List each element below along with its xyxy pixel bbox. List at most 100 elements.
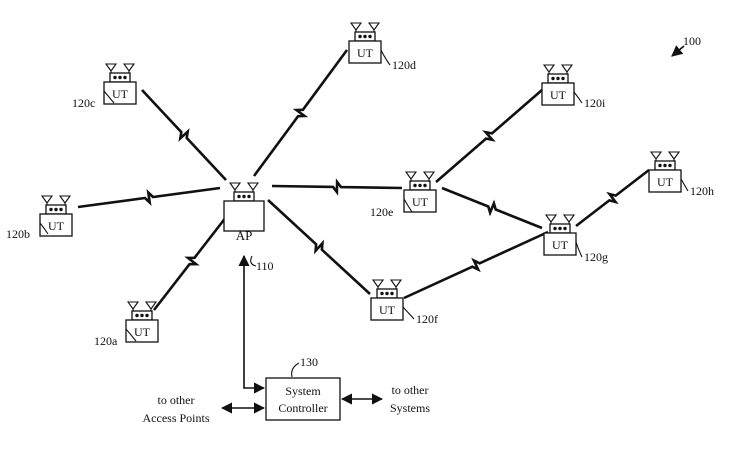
access-point xyxy=(223,182,265,232)
system-controller-ref: 130 xyxy=(300,355,318,369)
user-terminal-f-leader xyxy=(402,306,415,320)
user-terminal-h-ref: 120h xyxy=(690,184,714,198)
user-terminal-a-leader xyxy=(125,328,137,342)
user-terminal-c-label: UT xyxy=(112,87,129,101)
user-terminal-f-body xyxy=(370,297,404,321)
figure-ref-arrow xyxy=(671,45,685,57)
link-ap-ut-a xyxy=(152,211,232,311)
other-access-points-line1: to other xyxy=(158,393,195,407)
user-terminal-b-led-1 xyxy=(49,207,53,212)
user-terminal-g: UT 120g xyxy=(543,214,608,264)
user-terminal-e-led-2 xyxy=(418,183,422,188)
user-terminal-c-led-2 xyxy=(118,75,122,80)
user-terminal-d-leader xyxy=(380,49,391,66)
user-terminal-h-label: UT xyxy=(657,175,674,189)
user-terminal-a-led-3 xyxy=(145,313,149,318)
user-terminal-e-ref: 120e xyxy=(370,205,393,219)
user-terminal-e-body xyxy=(403,189,437,213)
user-terminal-c-led-3 xyxy=(123,75,127,80)
user-terminal-c-led-1 xyxy=(113,75,117,80)
user-terminal-e-led-3 xyxy=(423,183,427,188)
ap-controller-connector xyxy=(238,254,266,394)
user-terminal-g-led-3 xyxy=(563,226,567,231)
user-terminal-e: UT 120e xyxy=(370,171,437,219)
user-terminal-i-leader xyxy=(573,91,583,104)
user-terminal-d-led-1 xyxy=(358,34,362,39)
user-terminal-i-led-2 xyxy=(556,76,560,81)
user-terminal-h-led-3 xyxy=(668,163,672,168)
user-terminal-e-led-1 xyxy=(413,183,417,188)
user-terminal-a-led-1 xyxy=(135,313,139,318)
user-terminal-g-leader xyxy=(575,241,583,258)
user-terminal-e-label: UT xyxy=(412,195,429,209)
system-controller-leader xyxy=(291,362,300,378)
user-terminal-d: UT 120d xyxy=(348,22,416,72)
user-terminal-b-leader xyxy=(39,222,49,235)
other-systems-line1: to other xyxy=(392,383,429,397)
user-terminal-d-led-3 xyxy=(368,34,372,39)
link-ap-ut-b xyxy=(77,186,221,209)
access-point-led-2 xyxy=(242,194,246,199)
user-terminal-c-ref: 120c xyxy=(72,96,95,110)
user-terminal-b-led-2 xyxy=(54,207,58,212)
user-terminal-d-label: UT xyxy=(357,46,374,60)
user-terminal-e-leader xyxy=(403,198,413,213)
user-terminal-f-ref: 120f xyxy=(416,312,438,326)
user-terminal-g-led-1 xyxy=(553,226,557,231)
user-terminal-f-led-2 xyxy=(385,291,389,296)
link-ap-ut-e xyxy=(271,178,403,196)
user-terminal-f-label: UT xyxy=(379,303,396,317)
user-terminal-b-ref: 120b xyxy=(6,227,30,241)
user-terminal-a-body xyxy=(125,319,159,343)
system-controller-box xyxy=(265,377,341,421)
user-terminal-h-leader xyxy=(680,178,689,192)
access-point-label: AP xyxy=(236,228,253,243)
user-terminal-c: UT 120c xyxy=(72,63,137,110)
user-terminal-g-led-2 xyxy=(558,226,562,231)
link-ut-f-ut-g xyxy=(403,230,549,300)
user-terminal-c-leader xyxy=(103,90,115,104)
user-terminal-i-body xyxy=(541,82,575,106)
user-terminal-a: UT 120a xyxy=(94,301,159,348)
user-terminal-b-body xyxy=(39,213,73,237)
user-terminal-b: UT 120b xyxy=(6,195,73,241)
user-terminal-i-led-3 xyxy=(561,76,565,81)
user-terminal-g-ref: 120g xyxy=(584,250,608,264)
link-ut-e-ut-i xyxy=(435,89,543,183)
link-ap-ut-c xyxy=(141,89,227,181)
system-controller-line2: Controller xyxy=(278,401,327,415)
user-terminal-b-label: UT xyxy=(48,219,65,233)
user-terminal-d-ref: 120d xyxy=(392,58,416,72)
user-terminal-h-body xyxy=(648,169,682,193)
user-terminal-b-led-3 xyxy=(59,207,63,212)
other-systems-line2: Systems xyxy=(390,401,430,415)
figure-ref: 100 xyxy=(683,34,701,48)
access-point-led-1 xyxy=(237,194,241,199)
user-terminal-h-led-2 xyxy=(663,163,667,168)
user-terminal-i-ref: 120i xyxy=(584,96,606,110)
link-ap-ut-d xyxy=(252,49,349,177)
link-ut-e-ut-g xyxy=(441,186,543,230)
user-terminal-i-led-1 xyxy=(551,76,555,81)
user-terminal-c-body xyxy=(103,81,137,105)
other-access-points-line2: Access Points xyxy=(143,411,210,425)
user-terminal-f-led-3 xyxy=(390,291,394,296)
user-terminal-g-body xyxy=(543,232,577,256)
access-point-body xyxy=(223,200,265,232)
user-terminal-a-ref: 120a xyxy=(94,334,118,348)
link-ut-g-ut-h xyxy=(575,168,650,228)
user-terminal-f: UT 120f xyxy=(370,279,438,326)
system-controller-line1: System xyxy=(285,384,321,398)
user-terminal-a-label: UT xyxy=(134,325,151,339)
user-terminal-i-label: UT xyxy=(550,88,567,102)
user-terminal-g-label: UT xyxy=(552,238,569,252)
user-terminal-d-body xyxy=(348,40,382,64)
link-ap-ut-f xyxy=(267,199,371,295)
access-point xyxy=(223,182,265,232)
user-terminal-h-led-1 xyxy=(658,163,662,168)
user-terminal-a-led-2 xyxy=(140,313,144,318)
user-terminal-f-led-1 xyxy=(380,291,384,296)
wireless-links xyxy=(77,49,650,311)
user-terminal-i: UT 120i xyxy=(541,64,606,110)
